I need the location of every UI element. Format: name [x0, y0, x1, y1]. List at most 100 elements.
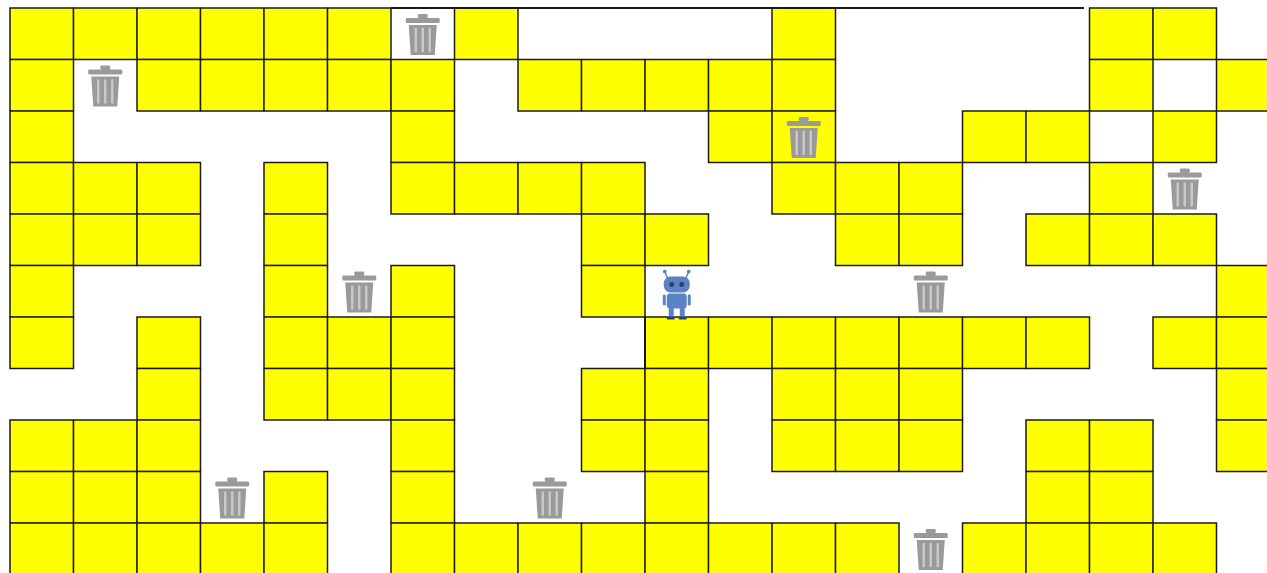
trash-can-icon — [914, 529, 948, 570]
maze-cell-filled — [1026, 472, 1090, 524]
maze-cell-filled — [10, 266, 74, 318]
maze-cell-filled — [645, 60, 709, 112]
maze-cell-filled — [709, 60, 773, 112]
maze-cell-filled — [137, 420, 201, 472]
maze-cell-filled — [582, 523, 646, 573]
maze-cell-filled — [772, 163, 836, 215]
maze-cell-filled — [836, 369, 900, 421]
maze-cell-filled — [582, 266, 646, 318]
maze-cell-filled — [201, 60, 265, 112]
maze-cell-filled — [1153, 214, 1217, 266]
maze-cell-filled — [328, 317, 392, 369]
maze-cell-filled — [1026, 523, 1090, 573]
trash-can-icon — [787, 117, 821, 158]
maze-cell-filled — [1090, 523, 1154, 573]
maze-cell-filled — [74, 8, 138, 60]
maze-cell-filled — [899, 420, 963, 472]
maze-cell-filled — [10, 163, 74, 215]
maze-cell-filled — [10, 472, 74, 524]
maze-cell-filled — [709, 317, 773, 369]
maze-cell-filled — [201, 8, 265, 60]
maze-cell-filled — [391, 472, 455, 524]
maze-cell-filled — [1090, 8, 1154, 60]
trash-can-icon — [88, 66, 122, 107]
maze-cell-filled — [582, 60, 646, 112]
maze-cell-filled — [1090, 60, 1154, 112]
maze-cell-filled — [1026, 214, 1090, 266]
maze-cell-filled — [264, 266, 328, 318]
maze-cell-filled — [899, 214, 963, 266]
maze-cell-filled — [328, 60, 392, 112]
maze-cell-filled — [10, 523, 74, 573]
maze-cell-filled — [1026, 111, 1090, 163]
maze-cell-filled — [137, 317, 201, 369]
trash-can-icon — [215, 478, 249, 519]
maze-cell-filled — [1153, 317, 1217, 369]
maze-cell-filled — [645, 317, 709, 369]
maze-cell-filled — [137, 369, 201, 421]
maze-cell-filled — [137, 60, 201, 112]
maze-cell-filled — [264, 472, 328, 524]
maze-cell-filled — [582, 369, 646, 421]
maze-cell-filled — [772, 60, 836, 112]
maze-cell-filled — [645, 472, 709, 524]
maze-cell-filled — [963, 523, 1027, 573]
maze-cell-filled — [582, 420, 646, 472]
maze-cell-filled — [74, 420, 138, 472]
maze-cell-filled — [836, 317, 900, 369]
maze-cell-filled — [1026, 420, 1090, 472]
maze-cells — [10, 8, 1267, 573]
maze-cell-filled — [264, 523, 328, 573]
maze-cell-filled — [1090, 214, 1154, 266]
maze-cell-filled — [645, 420, 709, 472]
maze-cell-filled — [1026, 317, 1090, 369]
maze-cell-filled — [1217, 266, 1267, 318]
maze-cell-filled — [391, 317, 455, 369]
maze-cell-filled — [1217, 420, 1267, 472]
maze-cell-filled — [1217, 60, 1267, 112]
maze-cell-filled — [836, 163, 900, 215]
maze-cell-filled — [1217, 369, 1267, 421]
maze-cell-filled — [455, 163, 519, 215]
maze-cell-filled — [137, 472, 201, 524]
maze-cell-filled — [391, 163, 455, 215]
maze-cell-filled — [391, 369, 455, 421]
maze-cell-filled — [264, 163, 328, 215]
maze-cell-filled — [264, 8, 328, 60]
maze-cell-filled — [137, 523, 201, 573]
maze-cell-filled — [1217, 317, 1267, 369]
maze-cell-filled — [10, 60, 74, 112]
maze-cell-filled — [1090, 472, 1154, 524]
trash-can-icon — [1168, 169, 1202, 210]
maze-cell-filled — [264, 214, 328, 266]
maze-cell-filled — [899, 163, 963, 215]
maze-cell-filled — [1153, 523, 1217, 573]
maze-cell-filled — [899, 369, 963, 421]
maze-cell-filled — [328, 8, 392, 60]
maze-cell-filled — [518, 523, 582, 573]
maze-cell-filled — [518, 60, 582, 112]
trash-can-icon — [914, 272, 948, 313]
maze-cell-filled — [772, 369, 836, 421]
maze-cell-filled — [645, 523, 709, 573]
maze-cell-filled — [455, 8, 519, 60]
maze-cell-filled — [645, 214, 709, 266]
maze-cell-filled — [264, 317, 328, 369]
trash-can-icon — [342, 272, 376, 313]
maze-cell-filled — [455, 523, 519, 573]
maze-cell-filled — [709, 523, 773, 573]
maze-cell-filled — [328, 369, 392, 421]
maze-cell-filled — [1153, 111, 1217, 163]
maze-cell-filled — [137, 214, 201, 266]
maze-cell-filled — [74, 523, 138, 573]
maze-cell-filled — [836, 214, 900, 266]
maze-cell-filled — [836, 523, 900, 573]
maze-cell-filled — [645, 369, 709, 421]
maze-cell-filled — [836, 420, 900, 472]
maze-cell-filled — [1153, 8, 1217, 60]
maze-cell-filled — [10, 8, 74, 60]
maze-cell-filled — [391, 523, 455, 573]
maze-cell-filled — [899, 317, 963, 369]
maze-cell-filled — [1090, 163, 1154, 215]
